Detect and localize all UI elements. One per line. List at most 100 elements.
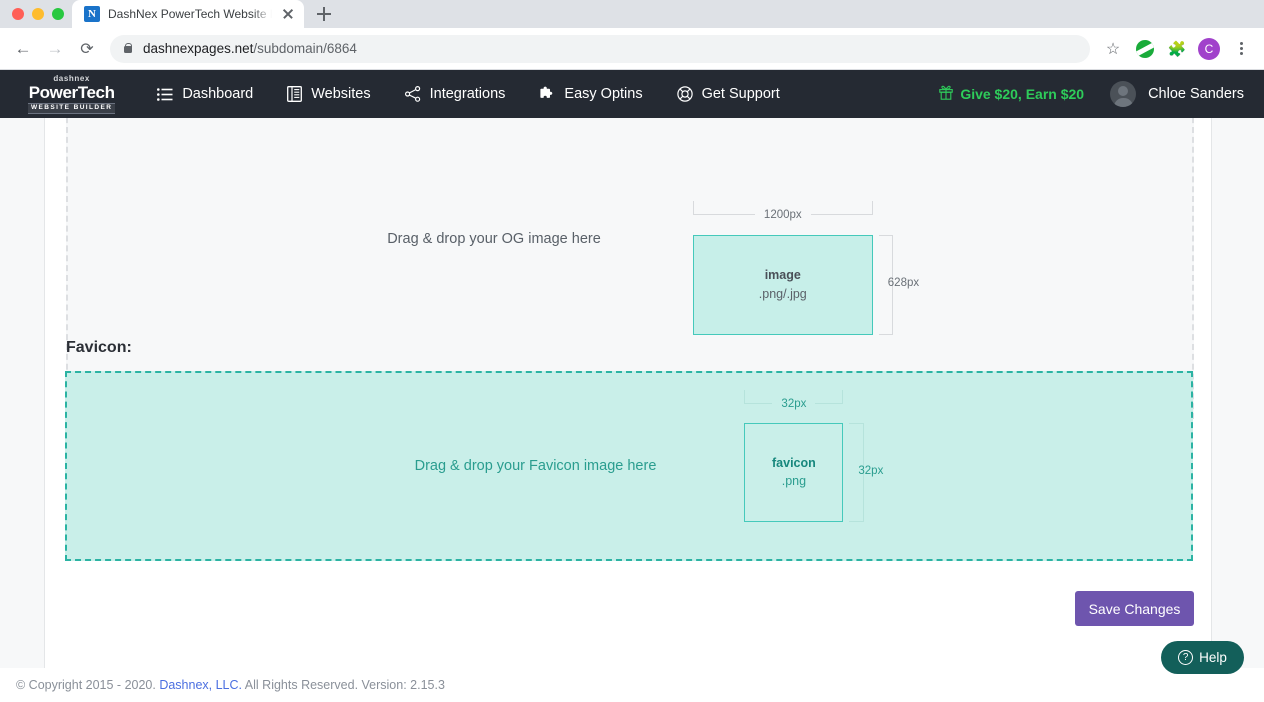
dimension-tick <box>744 389 746 404</box>
forward-button[interactable]: → <box>40 34 70 64</box>
nav-item-integrations[interactable]: Integrations <box>404 86 506 102</box>
browser-toolbar: ← → ⟳ dashnexpages.net/subdomain/6864 ☆ … <box>0 28 1264 70</box>
browser-tab[interactable]: N DashNex PowerTech Website B <box>72 0 304 28</box>
save-changes-button[interactable]: Save Changes <box>1075 591 1194 626</box>
favicon-preview-extension: .png <box>781 474 807 488</box>
dimension-tick <box>878 234 893 236</box>
help-button-label: Help <box>1199 650 1227 665</box>
nav-item-dashboard[interactable]: Dashboard <box>157 86 253 102</box>
arrow-left-icon: ← <box>14 39 32 58</box>
window-controls[interactable] <box>8 0 72 28</box>
og-preview-group: 1200px image .png/.jpg <box>692 200 919 335</box>
address-path: /subdomain/6864 <box>253 41 357 56</box>
address-bar[interactable]: dashnexpages.net/subdomain/6864 <box>110 34 1090 63</box>
brand-logo[interactable]: dashnex PowerTech WEBSITE BUILDER <box>28 73 116 114</box>
favicon-dropzone-label: Drag & drop your Favicon image here <box>414 458 657 474</box>
brand-top-text: dashnex <box>53 73 90 83</box>
referral-promo-link[interactable]: Give $20, Earn $20 <box>939 85 1084 103</box>
footer-copyright: © Copyright 2015 - 2020. Dashnex, LLC. A… <box>16 678 445 692</box>
close-window-button[interactable] <box>12 8 24 20</box>
user-avatar-icon <box>1110 81 1137 107</box>
lifebuoy-icon <box>676 86 693 102</box>
brand-tagline-text: WEBSITE BUILDER <box>28 102 116 114</box>
footer-company-link[interactable]: Dashnex, LLC. <box>159 678 243 692</box>
app-navbar: dashnex PowerTech WEBSITE BUILDER Dashbo… <box>0 70 1264 118</box>
nav-item-websites[interactable]: Websites <box>287 86 371 102</box>
og-dropzone-content: Drag & drop your OG image here 1200px im… <box>68 143 1192 335</box>
bookmark-button[interactable]: ☆ <box>1098 34 1128 64</box>
favicon-preview-filename: favicon <box>772 455 816 470</box>
user-menu[interactable]: Chloe Sanders <box>1110 81 1244 107</box>
dimension-line <box>744 403 773 404</box>
favicon-dropzone-content: Drag & drop your Favicon image here 32px… <box>67 389 1191 522</box>
nav-item-label: Websites <box>311 86 371 102</box>
dimension-line <box>892 234 894 285</box>
browser-chrome: N DashNex PowerTech Website B ← → ⟳ dash… <box>0 0 1264 70</box>
nav-item-label: Integrations <box>429 86 506 102</box>
reload-icon: ⟳ <box>80 40 94 58</box>
nav-item-easy-optins[interactable]: Easy Optins <box>539 86 643 102</box>
tab-title: DashNex PowerTech Website B <box>108 7 272 21</box>
favicon-section-title: Favicon: <box>66 339 132 356</box>
og-width-label: 1200px <box>763 208 802 221</box>
footer-copyright-prefix: © Copyright 2015 - 2020. <box>16 678 160 692</box>
new-tab-button[interactable] <box>310 0 338 28</box>
nav-right-group: Give $20, Earn $20 Chloe Sanders <box>939 81 1244 107</box>
help-button[interactable]: ? Help <box>1161 641 1244 674</box>
puzzle-icon <box>539 86 555 102</box>
puzzle-icon: 🧩 <box>1167 40 1187 58</box>
plus-icon <box>317 7 331 21</box>
favicon-height-dimension <box>856 422 870 522</box>
reload-button[interactable]: ⟳ <box>72 34 102 64</box>
dimension-tick <box>849 520 864 522</box>
dimension-line <box>692 214 755 215</box>
nav-item-label: Easy Optins <box>564 86 643 102</box>
og-height-label: 628px <box>887 276 920 289</box>
arrow-right-icon: → <box>46 39 64 58</box>
nav-links: Dashboard Websites <box>157 86 780 102</box>
dimension-line <box>815 403 844 404</box>
og-height-dimension <box>886 234 900 335</box>
dimension-line <box>892 284 894 335</box>
dimension-tick <box>842 389 844 404</box>
user-name-label: Chloe Sanders <box>1148 86 1244 102</box>
dimension-tick <box>871 200 873 215</box>
profile-button[interactable]: C <box>1194 34 1224 64</box>
dimension-tick <box>878 333 893 335</box>
extension-grammar-button[interactable] <box>1130 34 1160 64</box>
og-preview-filename: image <box>764 268 801 283</box>
star-icon: ☆ <box>1105 40 1121 58</box>
question-circle-icon: ? <box>1178 650 1194 665</box>
dimension-line <box>862 422 864 472</box>
minimize-window-button[interactable] <box>32 8 44 20</box>
list-icon <box>157 87 173 101</box>
extensions-button[interactable]: 🧩 <box>1162 34 1192 64</box>
og-preview-extension: .png/.jpg <box>758 286 807 301</box>
lock-icon <box>122 42 133 55</box>
nav-item-label: Dashboard <box>182 86 254 102</box>
green-extension-icon <box>1136 39 1154 58</box>
nav-item-get-support[interactable]: Get Support <box>676 86 780 102</box>
og-preview-box: image .png/.jpg <box>692 234 873 335</box>
browser-menu-button[interactable] <box>1226 34 1256 64</box>
kebab-menu-icon <box>1233 41 1249 57</box>
favicon-dropzone[interactable]: Drag & drop your Favicon image here 32px… <box>65 371 1193 561</box>
gift-icon <box>939 85 954 103</box>
back-button[interactable]: ← <box>8 34 38 64</box>
dimension-tick <box>849 422 864 424</box>
tab-strip: N DashNex PowerTech Website B <box>0 0 1264 28</box>
nav-item-label: Get Support <box>701 86 780 102</box>
address-domain: dashnexpages.net <box>143 41 254 56</box>
maximize-window-button[interactable] <box>52 8 64 20</box>
footer-copyright-suffix: All Rights Reserved. Version: 2.15.3 <box>242 678 445 692</box>
favicon-height-label: 32px <box>858 464 884 477</box>
og-image-dropzone[interactable]: Drag & drop your OG image here 1200px im… <box>66 118 1194 419</box>
share-icon <box>404 86 421 102</box>
tab-favicon-icon: N <box>84 6 100 22</box>
favicon-width-dimension: 32px <box>744 397 844 411</box>
book-icon <box>287 86 303 102</box>
dimension-tick <box>692 200 694 215</box>
close-tab-icon[interactable] <box>280 6 296 22</box>
page-footer: © Copyright 2015 - 2020. Dashnex, LLC. A… <box>0 668 1264 702</box>
og-width-dimension: 1200px <box>692 208 873 222</box>
